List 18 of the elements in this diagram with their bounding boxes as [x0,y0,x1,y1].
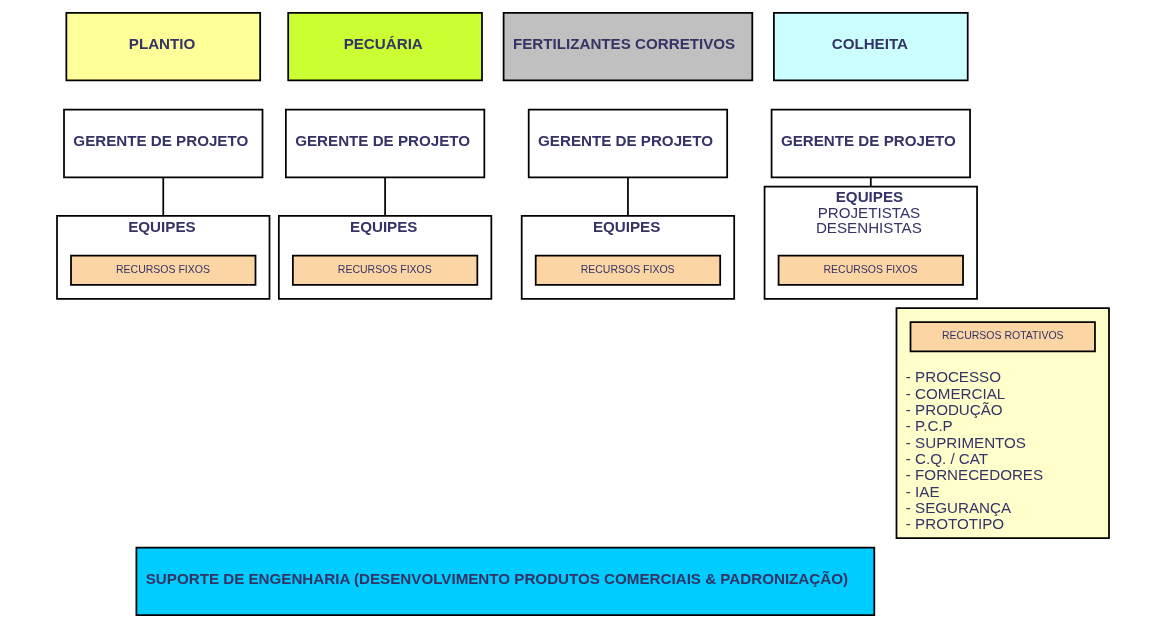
node-box: COLHEITA [772,11,969,82]
node-box: PLANTIO [64,11,261,82]
node-box: RECURSOS ROTATIVOS [909,321,1096,353]
connector [869,176,872,188]
node-box: GERENTE DE PROJETO [284,108,485,179]
connector [161,176,164,217]
node-box: GERENTE DE PROJETO [770,108,971,179]
node-box: PECUÁRIA [286,11,483,82]
node-box: RECURSOS FIXOS [777,254,964,286]
node-box: RECURSOS FIXOS [291,254,478,286]
node-box: SUPORTE DE ENGENHARIA (DESENVOLVIMENTO PRODUTOS COMERCIAIS & PADRONIZAÇÃO) [135,546,875,617]
node-box: RECURSOS FIXOS [69,254,256,286]
connector [626,176,629,217]
connector [383,176,386,217]
node-box: GERENTE DE PROJETO [527,108,728,179]
node-box: RECURSOS FIXOS [534,254,721,286]
node-box: GERENTE DE PROJETO [62,108,263,179]
node-box: FERTILIZANTES CORRETIVOS [502,11,753,82]
